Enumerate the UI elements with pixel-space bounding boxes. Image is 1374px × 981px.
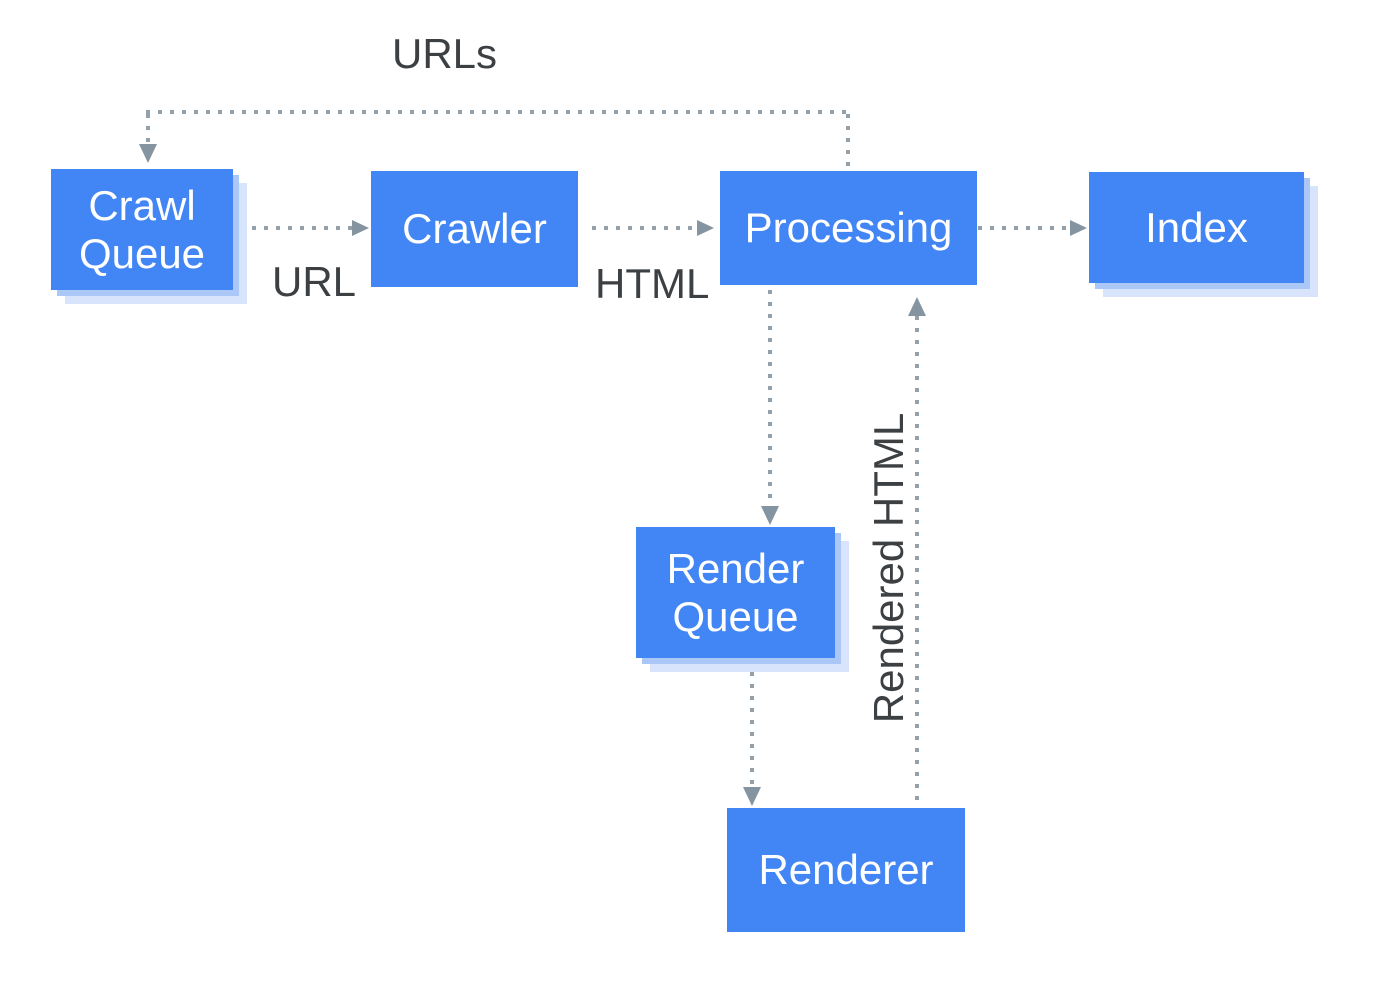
arrowhead-into-processing-bottom: [908, 297, 926, 316]
node-crawler-label: Crawler: [402, 205, 547, 253]
node-render-queue: Render Queue: [636, 527, 835, 658]
connector-crawler-to-processing: [592, 226, 697, 230]
arrowhead-into-processing: [697, 220, 714, 236]
node-crawl-queue: Crawl Queue: [51, 169, 233, 290]
arrowhead-into-crawler: [352, 220, 369, 236]
connector-processing-to-crawl-queue-left-segment: [146, 114, 150, 144]
arrowhead-into-render-queue: [761, 506, 779, 525]
edge-label-urls: URLs: [392, 30, 498, 77]
connector-render-queue-to-renderer: [750, 672, 754, 787]
connector-processing-to-crawl-queue-right-segment: [846, 114, 850, 170]
node-processing-label: Processing: [744, 204, 953, 252]
node-crawl-queue-label: Crawl Queue: [78, 181, 206, 277]
edge-label-rendered-html: Rendered HTML: [865, 412, 912, 724]
edge-label-url: URL: [272, 258, 357, 305]
node-index-label: Index: [1145, 203, 1248, 251]
node-render-queue-label: Render Queue: [666, 544, 805, 640]
node-renderer-label: Renderer: [758, 846, 934, 894]
connector-processing-to-crawl-queue-horizontal: [146, 110, 852, 114]
arrowhead-into-index: [1070, 220, 1087, 236]
node-renderer: Renderer: [727, 808, 965, 932]
connector-processing-to-index: [978, 226, 1070, 230]
arrowhead-into-crawl-queue: [139, 144, 157, 163]
node-crawler: Crawler: [371, 171, 578, 287]
connector-processing-to-render-queue: [768, 290, 772, 506]
node-index: Index: [1089, 172, 1304, 283]
arrowhead-into-renderer: [743, 787, 761, 806]
connector-renderer-to-processing: [915, 316, 919, 806]
edge-label-html: HTML: [595, 260, 710, 307]
connector-crawl-queue-to-crawler: [252, 226, 352, 230]
node-processing: Processing: [720, 171, 977, 285]
